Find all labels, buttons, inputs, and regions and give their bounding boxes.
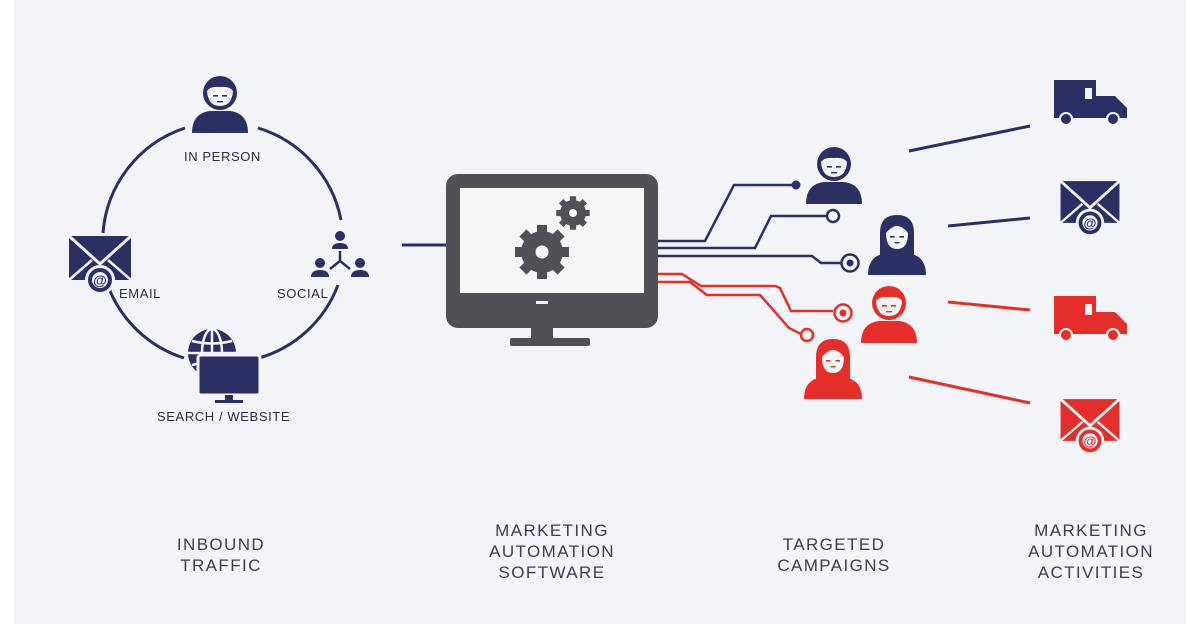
red-circuit-nodes — [799, 303, 853, 343]
inbound-ring — [101, 126, 343, 360]
campaign-woman-icon — [868, 215, 926, 275]
email-icon — [1059, 397, 1121, 457]
activity-connector — [908, 124, 1031, 153]
delivery-truck-icon — [1054, 296, 1127, 342]
campaign-person-icon — [861, 286, 917, 343]
email-label: EMAIL — [119, 286, 162, 301]
in-person-label: IN PERSON — [184, 149, 261, 164]
inbound-traffic-caption: INBOUND TRAFFIC — [176, 535, 266, 575]
navy-circuit-nodes — [791, 180, 860, 273]
marketing-automation-activities-caption: MARKETING AUTOMATION ACTIVITIES — [1028, 521, 1154, 582]
red-circuit-lines — [658, 272, 833, 336]
delivery-truck-icon — [1054, 80, 1127, 126]
activity-connector — [908, 375, 1031, 405]
navy-circuit-lines — [658, 183, 842, 265]
social-label: SOCIAL — [277, 286, 329, 301]
activity-connector — [947, 300, 1031, 312]
in-person-icon — [192, 76, 248, 133]
campaign-person-icon — [806, 147, 862, 204]
gear-icon — [556, 196, 590, 230]
activity-connector — [947, 216, 1031, 228]
marketing-automation-software-caption: MARKETING AUTOMATION SOFTWARE — [489, 521, 615, 582]
campaign-woman-icon — [804, 339, 862, 399]
website-monitor-icon — [196, 353, 262, 403]
email-icon — [1059, 179, 1121, 239]
search-website-label: SEARCH / WEBSITE — [157, 409, 291, 424]
targeted-campaigns-caption: TARGETED CAMPAIGNS — [777, 535, 891, 575]
social-network-icon — [311, 231, 369, 277]
gear-icon — [515, 225, 569, 279]
